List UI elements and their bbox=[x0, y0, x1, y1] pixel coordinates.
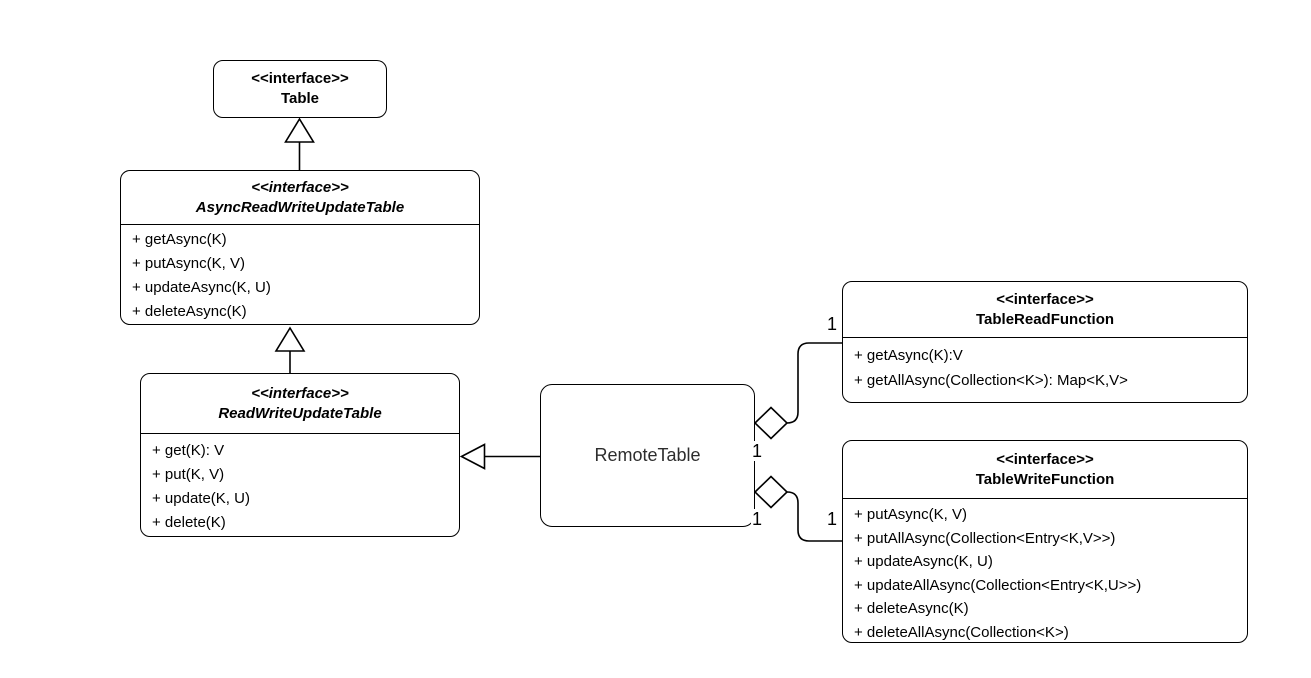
class-header: <<interface>> TableReadFunction bbox=[843, 282, 1247, 338]
class-header: <<interface>> AsyncReadWriteUpdateTable bbox=[121, 171, 479, 225]
class-box-remotetable[interactable]: RemoteTable bbox=[540, 384, 755, 527]
class-header: <<interface>> Table bbox=[214, 61, 386, 117]
method-item: + getAsync(K) bbox=[132, 231, 227, 248]
class-box-readwriteupdatetable[interactable]: <<interface>> ReadWriteUpdateTable + get… bbox=[140, 373, 460, 537]
class-box-tablereadfunction[interactable]: <<interface>> TableReadFunction + getAsy… bbox=[842, 281, 1248, 403]
class-name: RemoteTable bbox=[594, 445, 701, 465]
stereotype-label: <<interface>> bbox=[996, 450, 1094, 468]
multiplicity-label-read-source: 1 bbox=[751, 441, 764, 461]
method-item: + deleteAllAsync(Collection<K>) bbox=[854, 623, 1069, 641]
stereotype-label: <<interface>> bbox=[251, 70, 349, 87]
methods-section: + getAsync(K):V + getAllAsync(Collection… bbox=[843, 338, 1247, 393]
method-item: + putAsync(K, V) bbox=[132, 255, 245, 272]
class-name: Table bbox=[280, 90, 320, 107]
hollow-triangle-arrowhead bbox=[459, 443, 486, 470]
class-header: <<interface>> TableWriteFunction bbox=[843, 441, 1247, 499]
method-item: + updateAsync(K, U) bbox=[854, 553, 993, 570]
method-item: + putAllAsync(Collection<Entry<K,V>>) bbox=[854, 529, 1116, 547]
method-item: + getAllAsync(Collection<K>): Map<K,V> bbox=[854, 372, 1128, 389]
method-item: + deleteAsync(K) bbox=[854, 600, 969, 617]
multiplicity-label-read-target: 1 bbox=[826, 314, 839, 334]
stereotype-label: <<interface>> bbox=[996, 290, 1094, 308]
multiplicity-label-write-target: 1 bbox=[826, 509, 839, 529]
method-item: + update(K, U) bbox=[152, 490, 250, 507]
class-name: AsyncReadWriteUpdateTable bbox=[195, 198, 405, 216]
aggregation-diamond bbox=[753, 406, 789, 440]
stereotype-label: <<interface>> bbox=[251, 178, 349, 196]
realization-edge-remotetable-to-rwutable bbox=[459, 443, 541, 470]
aggregation-diamond bbox=[753, 475, 789, 509]
multiplicity-label-write-source: 1 bbox=[751, 509, 764, 529]
stereotype-label: <<interface>> bbox=[251, 384, 349, 402]
methods-section: + putAsync(K, V) + putAllAsync(Collectio… bbox=[843, 499, 1247, 644]
method-item: + get(K): V bbox=[152, 442, 225, 459]
method-item: + getAsync(K):V bbox=[854, 347, 963, 364]
class-name: TableWriteFunction bbox=[975, 470, 1115, 488]
generalization-edge-asynctable-to-table bbox=[284, 117, 315, 170]
method-item: + updateAsync(K, U) bbox=[132, 279, 271, 296]
method-item: + putAsync(K, V) bbox=[854, 506, 967, 523]
method-item: + delete(K) bbox=[152, 514, 226, 531]
method-item: + updateAllAsync(Collection<Entry<K,U>>) bbox=[854, 576, 1142, 594]
aggregation-edge-remotetable-to-tablewritefunction bbox=[753, 475, 843, 542]
class-box-asyncreadwriteupdatetable[interactable]: <<interface>> AsyncReadWriteUpdateTable … bbox=[120, 170, 480, 325]
hollow-triangle-arrowhead bbox=[284, 117, 315, 143]
method-item: + put(K, V) bbox=[152, 466, 225, 483]
generalization-edge-rwutable-to-asynctable bbox=[274, 326, 306, 373]
class-box-tablewritefunction[interactable]: <<interface>> TableWriteFunction + putAs… bbox=[842, 440, 1248, 643]
class-box-table[interactable]: <<interface>> Table bbox=[213, 60, 387, 118]
methods-section: + get(K): V + put(K, V) + update(K, U) +… bbox=[141, 434, 459, 535]
aggregation-edge-remotetable-to-tablereadfunction bbox=[753, 342, 843, 440]
methods-section: + getAsync(K) + putAsync(K, V) + updateA… bbox=[121, 225, 479, 324]
hollow-triangle-arrowhead bbox=[274, 326, 306, 352]
class-header: <<interface>> ReadWriteUpdateTable bbox=[141, 374, 459, 434]
method-item: + deleteAsync(K) bbox=[132, 303, 247, 320]
class-name: ReadWriteUpdateTable bbox=[218, 404, 382, 422]
class-name: TableReadFunction bbox=[975, 310, 1115, 328]
